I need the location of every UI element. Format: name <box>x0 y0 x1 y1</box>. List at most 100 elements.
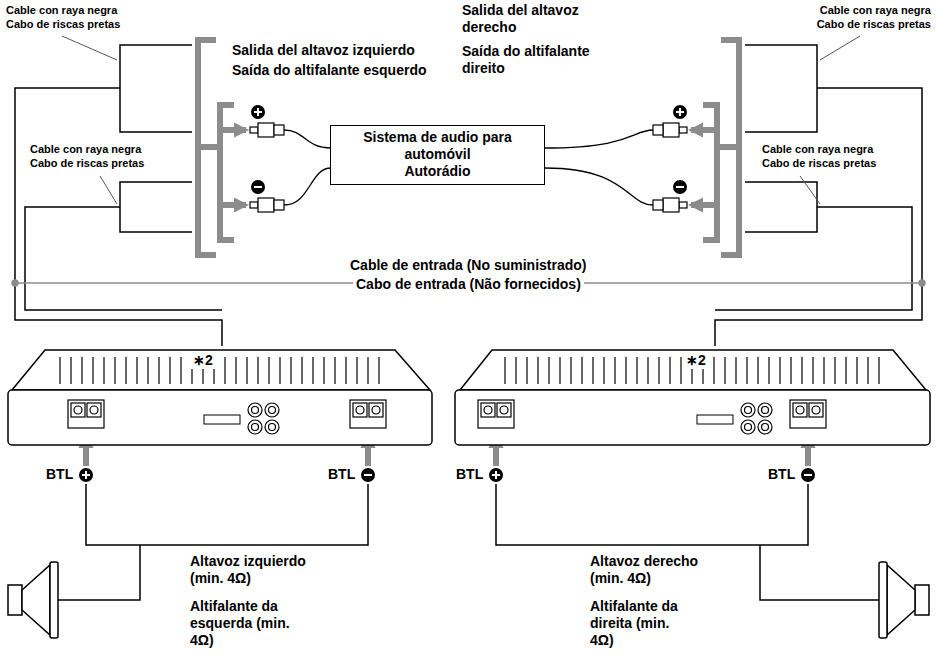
amplifier-fins <box>647 357 648 384</box>
polarity-symbol <box>489 468 503 482</box>
rca-jack <box>269 424 276 431</box>
speaker-terminal <box>500 406 508 414</box>
amplifier-fins <box>614 357 615 384</box>
speaker-terminal <box>74 406 82 414</box>
amplifier-fins <box>235 357 236 384</box>
speaker-label: Altifalante da direita (min. 4Ω) <box>590 598 695 648</box>
amplifier-fins <box>603 357 604 384</box>
amplifier-fins <box>70 357 71 384</box>
speaker-wire <box>760 545 879 600</box>
input-connector <box>697 415 733 424</box>
speaker <box>50 562 58 638</box>
amplifier-fins <box>290 357 291 384</box>
rca-plug <box>679 202 687 208</box>
speaker-wire <box>58 484 879 600</box>
box-text: Autorádio <box>337 163 538 180</box>
speaker-terminal <box>87 403 101 417</box>
amplifier-fins <box>169 357 170 384</box>
polarity-symbol <box>364 474 372 476</box>
polarity-symbol <box>804 474 812 476</box>
speaker-wire <box>86 484 368 545</box>
input-cable <box>745 45 817 132</box>
amplifier-fins <box>834 357 835 384</box>
amplifier-fins <box>504 357 505 384</box>
output-label: Saída do altifalante esquerdo <box>232 62 427 79</box>
amplifier-fins <box>570 357 571 384</box>
speaker-terminal <box>369 403 383 417</box>
rca-plug <box>663 123 679 137</box>
polarity-symbol <box>254 186 262 188</box>
amplifier-fins <box>224 357 225 384</box>
terminal-label: BTL <box>328 466 355 483</box>
process-box: Sistema de audio para automóvilAutorádio <box>330 125 545 185</box>
connection-bracket <box>703 105 717 240</box>
polarity-symbol <box>489 468 503 482</box>
polarity-symbol <box>673 180 687 194</box>
rca-jack <box>252 407 259 414</box>
cable-label: Cabo de riscas pretas <box>6 18 120 31</box>
rca-jack <box>248 420 262 434</box>
rca-plug <box>274 200 284 210</box>
leader-line <box>62 36 117 60</box>
amplifier-fins <box>735 357 736 384</box>
speaker-terminal <box>812 406 820 414</box>
amplifier-fins <box>768 357 769 384</box>
output-label: Salida del altavoz derecho <box>462 2 622 36</box>
amplifier-fins <box>812 357 813 384</box>
speaker-terminal <box>356 406 364 414</box>
rca-jack <box>741 403 755 417</box>
amplifier-fins <box>801 357 802 384</box>
amplifier-fins <box>59 357 60 384</box>
amplifier-fins <box>658 357 659 384</box>
amplifier-fins <box>60 357 879 384</box>
rca-jack <box>252 424 259 431</box>
speaker-label: Altavoz derecho (min. 4Ω) <box>590 553 715 587</box>
terminal-label: BTL <box>768 466 795 483</box>
speaker-label: Altavoz izquierdo (min. 4Ω) <box>190 553 325 587</box>
rca-jack <box>741 420 755 434</box>
amplifier-fins <box>136 357 137 384</box>
input-connector <box>204 415 240 424</box>
polarity-symbol <box>79 468 93 482</box>
amplifier-fins <box>268 357 269 384</box>
polarity-symbol <box>679 108 681 116</box>
input-cable <box>715 207 912 310</box>
connection-bracket <box>220 202 246 208</box>
speaker-terminal <box>372 406 380 414</box>
amplifier-fins <box>779 357 780 384</box>
amplifier-fins <box>856 357 857 384</box>
connection-bracket <box>220 105 234 240</box>
amplifier-fins <box>526 357 527 384</box>
input-cable <box>15 88 222 346</box>
polarity-symbol <box>257 108 259 116</box>
speaker-wire <box>58 545 140 600</box>
amplifier-fins <box>301 357 302 384</box>
amplifier-fins <box>592 357 593 384</box>
cable-label: Cabo de riscas pretas <box>762 157 876 170</box>
speaker <box>887 565 915 635</box>
amplifier-fins <box>114 357 115 384</box>
connection-bracket <box>220 127 246 133</box>
cable-label: Cable con raya negra <box>30 143 141 156</box>
speaker-label: Altifalante da esquerda (min. 4Ω) <box>190 598 315 648</box>
connection-bracket <box>691 127 717 133</box>
plug-wire <box>545 130 653 148</box>
cable-label: Cable de entrada (No suministrado) <box>347 257 589 274</box>
rca-plug <box>663 198 679 212</box>
polarity-symbol <box>673 105 687 119</box>
rca-plug <box>679 127 687 133</box>
amplifier-fins <box>746 357 747 384</box>
speaker <box>8 585 22 615</box>
speaker-terminal <box>478 400 514 428</box>
rca-jack <box>265 403 279 417</box>
rca-jack <box>762 424 769 431</box>
speaker-terminal <box>68 400 104 428</box>
cable-label: Cable con raya negra <box>820 4 931 17</box>
connection-bracket <box>717 144 739 150</box>
speaker-terminal <box>71 403 85 417</box>
cable-label: Cable con raya negra <box>6 4 117 17</box>
polarity-symbol <box>251 105 265 119</box>
callout-number: ∗2 <box>190 352 216 369</box>
